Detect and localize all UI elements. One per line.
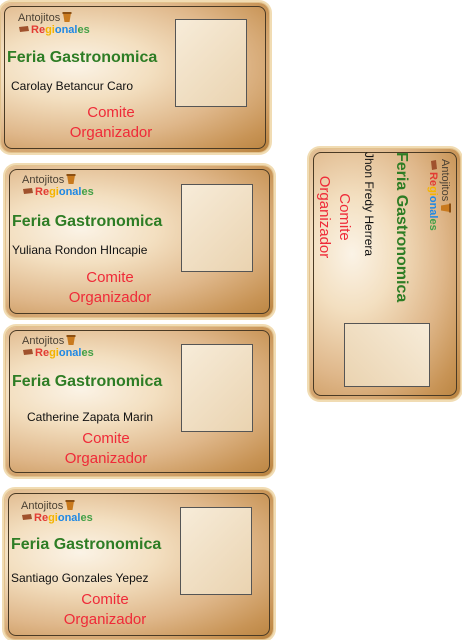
- logo-letters-3: es: [427, 218, 439, 231]
- cup-icon: [440, 203, 452, 213]
- role-label: Comite Organizador: [50, 268, 170, 308]
- role-line-1: Comite: [82, 430, 130, 447]
- id-card-4: Antojitos Regionales Feria Gastronomica …: [5, 490, 273, 639]
- bag-icon: [22, 347, 34, 355]
- role-line-1: Comite: [81, 591, 129, 608]
- role-line-2: Organizador: [68, 289, 152, 306]
- logo-letters-3: es: [80, 512, 93, 524]
- logo-text: Antojitos: [18, 12, 61, 24]
- logo-text: Antojitos: [22, 335, 65, 347]
- logo-letters-0: Re: [35, 347, 50, 359]
- logo-letters-0: Re: [427, 172, 439, 187]
- logo-text: Antojitos: [22, 174, 65, 186]
- logo-letters-3: es: [81, 186, 94, 198]
- logo-word-regionales: Regionales: [35, 186, 94, 198]
- id-card-1: Antojitos Regionales Feria Gastronomica …: [1, 3, 269, 152]
- person-name: Catherine Zapata Marin: [27, 410, 154, 424]
- event-title: Feria Gastronomica: [12, 373, 163, 390]
- cup-icon: [66, 334, 76, 346]
- logo-text: Antojitos: [21, 500, 64, 512]
- logo: Antojitos Regionales: [22, 334, 94, 359]
- logo-letters-1: gi: [48, 512, 58, 524]
- logo-letters-0: Re: [34, 512, 49, 524]
- cup-icon: [65, 499, 75, 511]
- logo-letters-3: es: [77, 24, 90, 36]
- logo-word-regionales: Regionales: [34, 512, 93, 524]
- role-line-2: Organizador: [69, 124, 153, 141]
- logo: Antojitos Regionales: [18, 11, 90, 36]
- bag-icon: [22, 186, 34, 194]
- person-name: Carolay Betancur Caro: [11, 79, 134, 93]
- logo-word-regionales: Regionales: [31, 24, 90, 36]
- logo-letters-1: gi: [49, 186, 59, 198]
- event-title: Feria Gastronomica: [7, 49, 158, 66]
- role-line-2: Organizador: [316, 175, 333, 259]
- logo: Antojitos Regionales: [427, 159, 452, 231]
- photo-placeholder: [181, 184, 253, 272]
- bag-icon: [18, 24, 30, 32]
- logo-letters-2: onal: [427, 195, 439, 219]
- photo-placeholder: [344, 323, 430, 387]
- logo-letters-1: gi: [49, 347, 59, 359]
- id-card-3: Antojitos Regionales Feria Gastronomica …: [6, 327, 273, 476]
- bag-icon: [21, 512, 33, 520]
- logo: Antojitos Regionales: [21, 499, 93, 524]
- logo: Antojitos Regionales: [22, 173, 94, 198]
- cup-icon: [62, 11, 72, 23]
- role-line-1: Comite: [86, 269, 134, 286]
- logo-letters-2: onal: [58, 186, 82, 198]
- role-line-2: Organizador: [63, 611, 147, 628]
- event-title: Feria Gastronomica: [11, 536, 162, 553]
- role-line-1: Comite: [336, 193, 353, 241]
- bag-icon: [431, 159, 439, 171]
- logo-word-regionales: Regionales: [35, 347, 94, 359]
- logo-letters-2: onal: [58, 347, 82, 359]
- id-card-2: Antojitos Regionales Feria Gastronomica …: [6, 166, 273, 317]
- event-title: Feria Gastronomica: [393, 152, 410, 303]
- role-line-1: Comite: [87, 104, 135, 121]
- role-label: Comite Organizador: [314, 157, 354, 277]
- role-line-2: Organizador: [64, 450, 148, 467]
- id-card-5-vertical: Antojitos Regionales Feria Gastronomica …: [310, 149, 460, 399]
- logo-letters-0: Re: [35, 186, 50, 198]
- logo-letters-2: onal: [54, 24, 78, 36]
- logo-letters-3: es: [81, 347, 94, 359]
- role-label: Comite Organizador: [45, 590, 165, 630]
- photo-placeholder: [181, 344, 253, 432]
- logo-letters-1: gi: [45, 24, 55, 36]
- role-label: Comite Organizador: [46, 429, 166, 469]
- logo-letters-0: Re: [31, 24, 46, 36]
- event-title: Feria Gastronomica: [12, 213, 163, 230]
- cup-icon: [66, 173, 76, 185]
- photo-placeholder: [180, 507, 252, 595]
- person-name: Jhon Fredy Herrera: [362, 152, 376, 257]
- logo-text: Antojitos: [439, 159, 451, 202]
- logo-word-regionales: Regionales: [427, 172, 439, 231]
- logo-letters-1: gi: [427, 186, 439, 196]
- person-name: Santiago Gonzales Yepez: [11, 571, 149, 585]
- logo-letters-2: onal: [57, 512, 81, 524]
- photo-placeholder: [175, 19, 247, 107]
- role-label: Comite Organizador: [51, 103, 171, 143]
- person-name: Yuliana Rondon HIncapie: [12, 243, 148, 257]
